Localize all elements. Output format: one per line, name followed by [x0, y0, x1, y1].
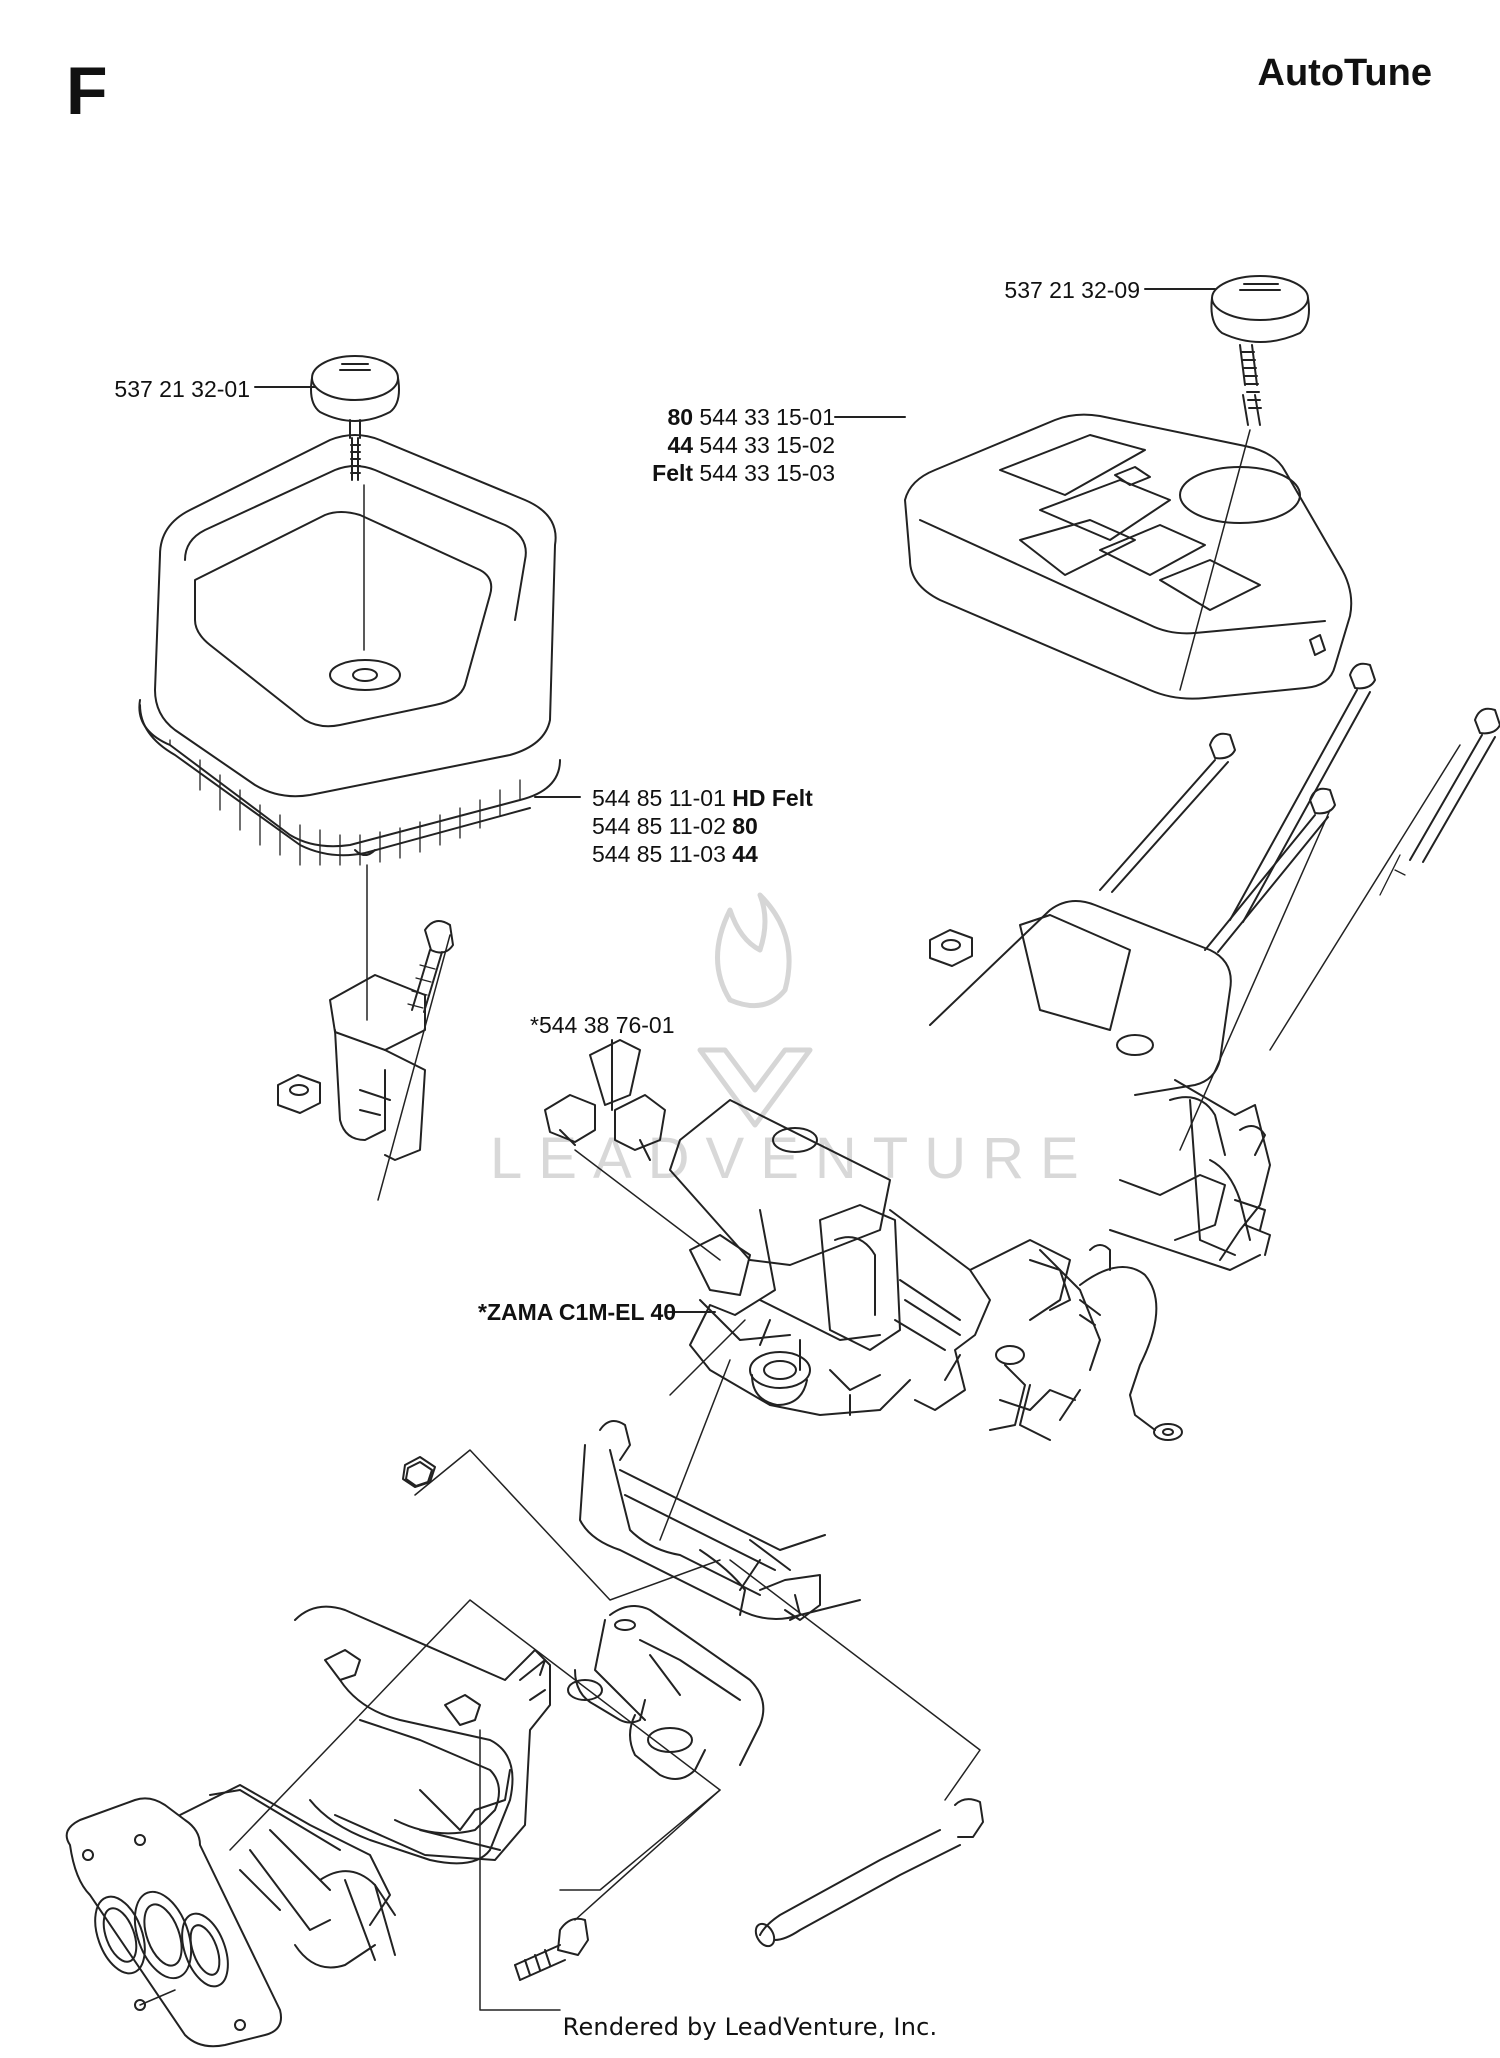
intake-boot — [567, 1605, 765, 1780]
right-cover — [904, 413, 1353, 700]
small-gasket — [405, 1461, 433, 1487]
left-bolt — [407, 920, 454, 1013]
cover-row-3: Felt 544 33 15-03 — [652, 460, 835, 486]
watermark: LEADVENTURE — [490, 1126, 1095, 1191]
label-carburetor: *ZAMA C1M-EL 40 — [478, 1299, 677, 1325]
intake-manifold — [179, 1784, 396, 1969]
label-clip: *544 38 76-01 — [530, 1012, 675, 1038]
carburetor — [669, 1099, 1183, 1441]
filter-base — [929, 900, 1271, 1271]
carb-clip — [544, 1039, 721, 1261]
label-cover: 80 544 33 15-01 44 544 33 15-02 Felt 544… — [652, 403, 835, 487]
cover-row-2: 44 544 33 15-02 — [667, 432, 835, 458]
long-bolts — [1099, 662, 1500, 953]
filter-row-1: 544 85 11-01 HD Felt — [592, 785, 813, 811]
label-knob-left: 537 21 32-01 — [114, 376, 250, 402]
right-knob — [1210, 275, 1310, 426]
filter-row-2: 544 85 11-02 80 — [592, 813, 758, 839]
gasket — [749, 1351, 811, 1406]
left-knob — [310, 355, 400, 481]
section-letter: F — [66, 53, 108, 129]
fuel-hose — [754, 1798, 984, 1948]
watermark-logo — [697, 892, 813, 1128]
intake-plate — [294, 1605, 551, 1865]
insulator — [579, 1420, 861, 1621]
footer-credit: Rendered by LeadVenture, Inc. — [562, 2013, 938, 2041]
filter-row-3: 544 85 11-03 44 — [592, 841, 758, 867]
left-bracket — [329, 974, 426, 1161]
label-filter: 544 85 11-01 HD Felt 544 85 11-02 80 544… — [592, 784, 813, 868]
left-air-filter — [138, 434, 561, 866]
right-nut — [929, 929, 973, 967]
page-title: AutoTune — [1257, 52, 1432, 94]
label-knob-right: 537 21 32-09 — [1004, 277, 1140, 303]
bottom-screw — [514, 1917, 589, 1981]
left-nut — [277, 1074, 321, 1114]
leader-lines — [139, 1449, 981, 2011]
intake-flange — [65, 1797, 282, 2048]
cover-row-1: 80 544 33 15-01 — [667, 404, 835, 430]
